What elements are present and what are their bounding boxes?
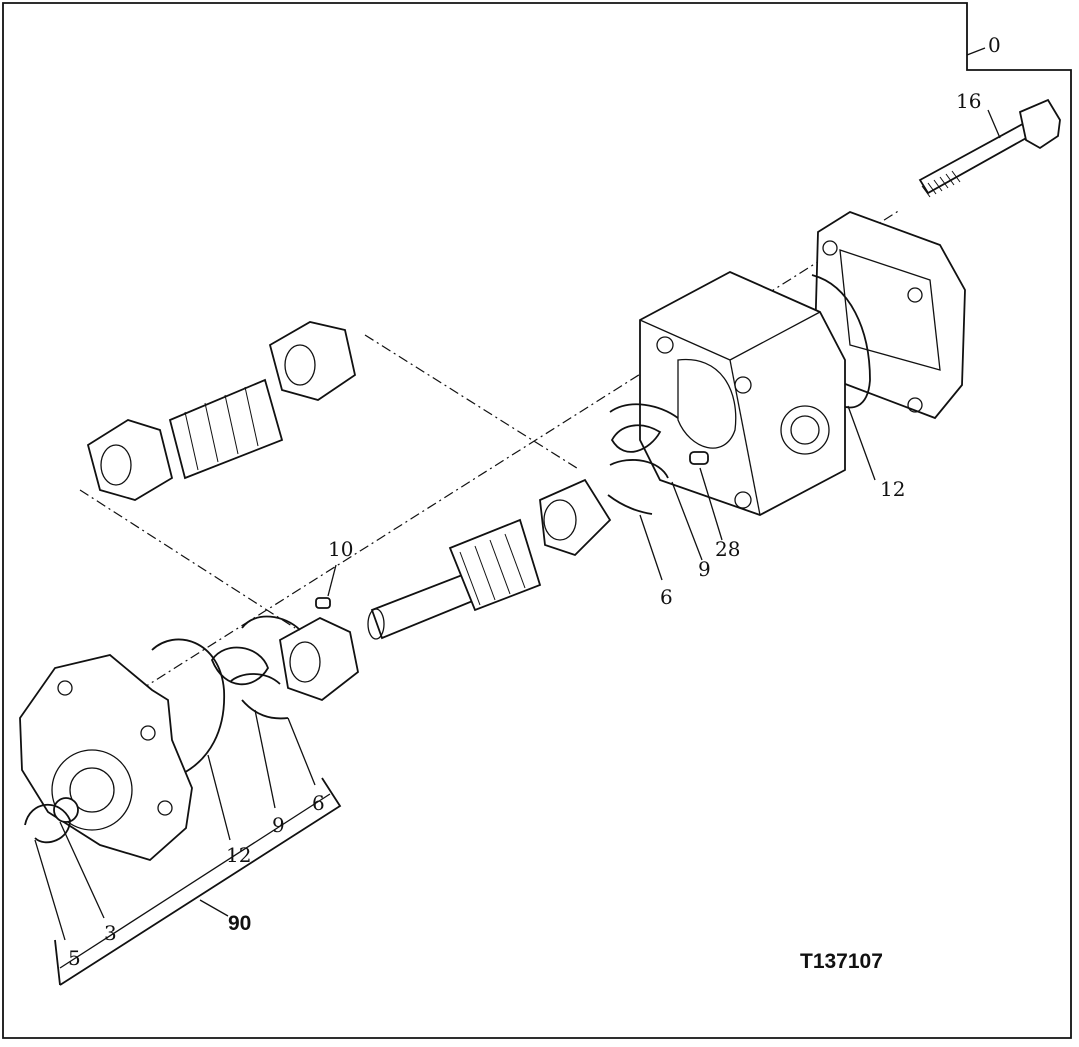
kit-brackets [54, 777, 342, 986]
alignment-lines [79, 209, 901, 691]
bolt [918, 98, 1061, 198]
bushing-left [279, 616, 359, 702]
rear-seal-ring [811, 274, 871, 409]
callout-6-right: 6 [660, 585, 673, 609]
pump-body [639, 270, 846, 516]
leader-lines [34, 109, 1001, 941]
driven-gear [168, 378, 284, 480]
callout-9-right: 9 [698, 557, 711, 581]
left-seal-set [151, 615, 301, 776]
callout-12-left: 12 [226, 843, 251, 867]
callout-0: 0 [988, 33, 1001, 57]
bushing-upper-right [268, 321, 357, 401]
callout-0-leader [966, 47, 986, 56]
callout-10: 10 [328, 537, 353, 561]
callout-28: 28 [715, 537, 740, 561]
callout-9-left: 9 [272, 813, 285, 837]
drawing-id: T137107 [800, 950, 883, 973]
callout-6-left: 6 [312, 791, 325, 815]
front-housing [19, 654, 193, 862]
callout-16: 16 [956, 89, 981, 113]
callout-3: 3 [104, 921, 117, 945]
snap-ring [24, 803, 71, 844]
right-seal-set [607, 403, 679, 515]
callout-90: 90 [228, 912, 251, 935]
shaft-seal [53, 797, 79, 823]
dowel-pin [689, 451, 709, 465]
callout-12-right: 12 [880, 477, 905, 501]
drive-gear-shaft [367, 518, 542, 640]
callout-5: 5 [68, 946, 81, 970]
key [315, 597, 331, 609]
bushing-right [539, 478, 612, 557]
bushing-upper-left [86, 419, 174, 501]
